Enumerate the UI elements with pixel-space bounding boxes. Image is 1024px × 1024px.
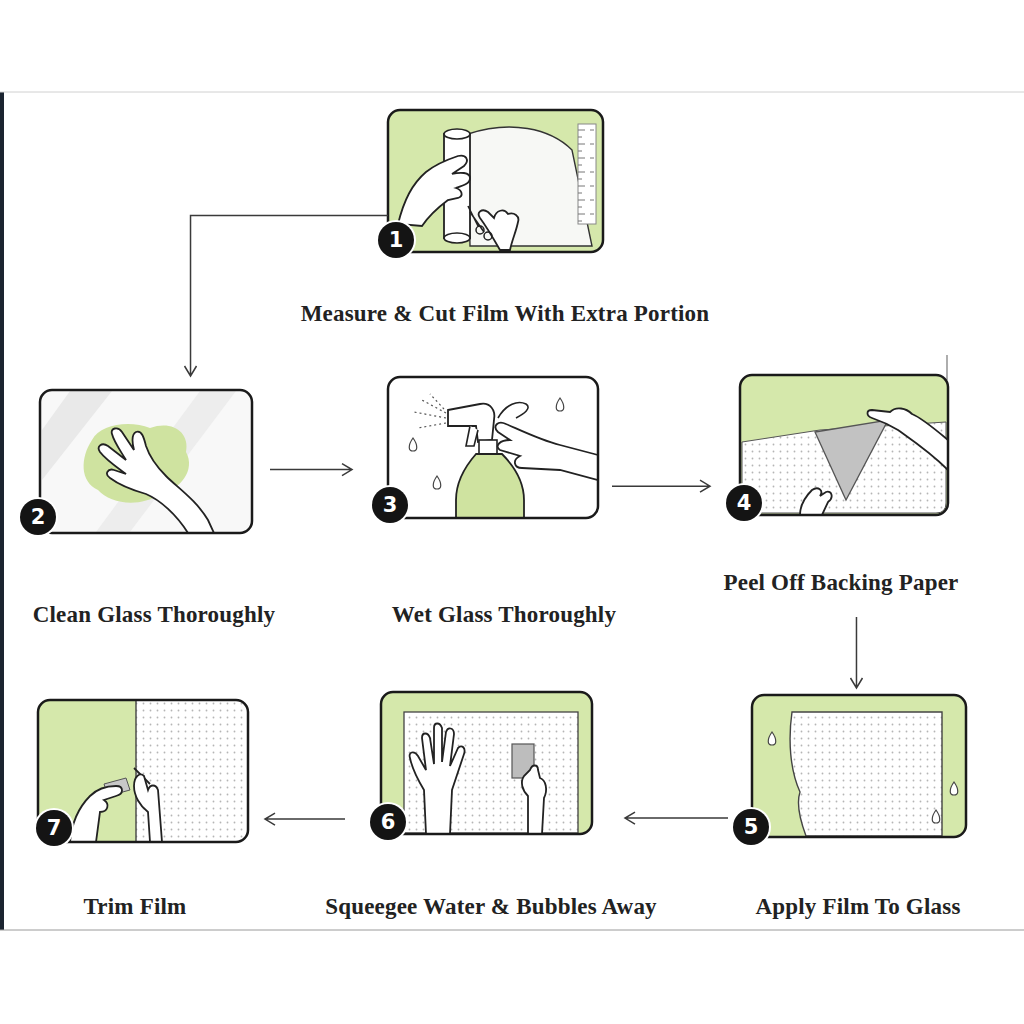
panel-fill [388, 110, 603, 252]
backing-paper [815, 420, 888, 500]
water-drop [950, 782, 958, 795]
step-panel: Peel Off Backing Paper [740, 375, 948, 599]
panel-frame [388, 110, 603, 252]
hand [522, 766, 546, 835]
panel-frame [740, 375, 948, 515]
step-caption: Apply Film To Glass [755, 893, 960, 921]
step-panel: Apply Film To Glass [752, 695, 966, 923]
step-panel: Wet Glass Thoroughly [388, 377, 598, 631]
step-panel: Trim Film [38, 700, 248, 923]
squeegee-illustration [381, 692, 592, 834]
panel-frame [752, 695, 966, 837]
callout-number: 5 [733, 809, 769, 845]
flow-arrow [850, 617, 862, 688]
step-caption: Trim Film [84, 893, 187, 921]
ruler [578, 124, 596, 224]
film-edge [946, 355, 947, 380]
panel-frame [40, 390, 252, 533]
page-edge [0, 930, 1024, 931]
step-caption: Clean Glass Thoroughly [33, 601, 276, 629]
callout-number: 3 [372, 487, 408, 523]
callout-number: 6 [370, 804, 406, 840]
callout-number: 7 [36, 810, 72, 846]
panel-frame [381, 692, 592, 834]
hand [398, 156, 470, 226]
step-caption: Squeegee Water & Bubbles Away [325, 893, 657, 921]
water-drop [932, 810, 940, 823]
water-drop [768, 732, 776, 745]
panel-fill [752, 695, 966, 837]
page-edge [0, 92, 1024, 93]
flow-arrow [625, 812, 728, 824]
film-sheet [404, 712, 578, 833]
water-drop [556, 398, 564, 411]
hand [498, 403, 528, 418]
step-panel: Squeegee Water & Bubbles Away [381, 692, 592, 923]
step-panel: Clean Glass Thoroughly [40, 390, 252, 631]
water-drop [409, 438, 417, 451]
hand [134, 774, 162, 842]
callout-number: 4 [726, 485, 762, 521]
panel-fill [40, 390, 252, 533]
film-roll [444, 129, 470, 139]
clean-illustration [40, 390, 252, 533]
film-sheet [790, 712, 942, 836]
step-caption: Wet Glass Thoroughly [392, 601, 616, 629]
panel-fill [388, 377, 598, 518]
hand [410, 724, 465, 835]
peel-illustration [740, 355, 948, 515]
water-drop [433, 476, 441, 489]
page-edge [0, 92, 4, 930]
hand [800, 488, 832, 515]
cut-illustration [388, 110, 603, 252]
hand [868, 408, 949, 470]
callout-number: 2 [20, 499, 56, 535]
step-panel: Measure & Cut Film With Extra Portion [388, 110, 603, 330]
ruler-ticks [578, 130, 594, 221]
step-caption: Measure & Cut Film With Extra Portion [301, 300, 710, 328]
bottle-neck [479, 440, 497, 454]
step-caption: Peel Off Backing Paper [724, 569, 959, 597]
hand [99, 428, 214, 533]
spray-trigger [466, 426, 478, 446]
hand [496, 423, 598, 480]
hand [70, 786, 122, 842]
spray-mist [414, 394, 446, 428]
flow-arrow [612, 480, 710, 492]
scissors [484, 232, 492, 240]
panel-fill [381, 692, 592, 834]
flow-arrow [265, 813, 345, 825]
panel-frame [388, 377, 598, 518]
apply-illustration [752, 695, 966, 837]
callout-number: 1 [378, 222, 414, 258]
film-roll [444, 233, 470, 243]
spray-bottle [456, 454, 524, 518]
flow-arrow [185, 216, 388, 376]
flow-arrow [270, 464, 352, 476]
scissors [476, 226, 484, 234]
panel-fill [740, 375, 948, 515]
spray-illustration [388, 377, 598, 518]
